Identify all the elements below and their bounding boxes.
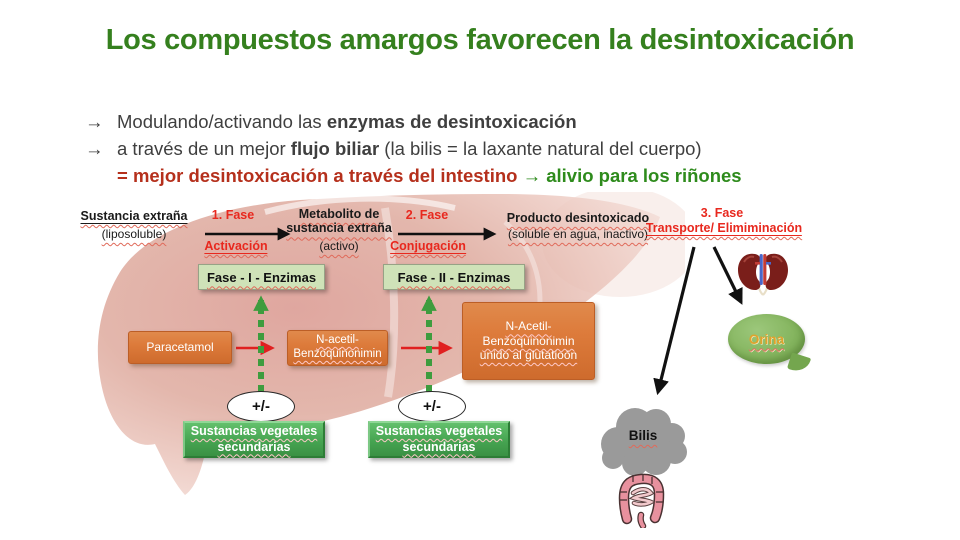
- phase1-sub: Activación: [204, 239, 268, 254]
- right-arrow-icon: →: [85, 138, 104, 159]
- bullet-1-text: Modulando/activando las: [117, 111, 327, 132]
- plant-substances-text: Sustancias vegetales secundarias: [375, 423, 503, 454]
- phase1-sub-text: Activación: [204, 239, 268, 254]
- phase3-sub: Transporte/ Elimiminación: [645, 221, 803, 236]
- fase2-enzymes-text: Fase - II - Enzimas: [397, 269, 511, 285]
- substance-title: Sustancia extraña: [80, 209, 188, 224]
- nacetil-text: N-acetil- Benzoquinonimin: [293, 334, 382, 360]
- bullet-2-post: (la bilis = la laxante natural del cuerp…: [379, 138, 702, 159]
- paracetamol-box: Paracetamol: [128, 331, 232, 364]
- bullet-3-red-text: = mejor desintoxicación a través del int…: [117, 165, 523, 186]
- phase3-sub-text: Transporte/ Elimiminación: [645, 221, 803, 236]
- kidneys-icon: [738, 253, 788, 296]
- metabolite-sub: (activo): [319, 239, 359, 253]
- bullet-1-bold: enzymas de desintoxicación: [326, 111, 577, 132]
- orina-label: Orina: [748, 331, 785, 347]
- nacetil-glutation-box: N-Acetil- Benzoquinonimin unido al gluta…: [462, 302, 595, 380]
- intestine-icon: [618, 473, 665, 528]
- plant-substances-box-1: Sustancias vegetales secundarias: [183, 421, 325, 458]
- page-title: Los compuestos amargos favorecen la desi…: [105, 24, 855, 56]
- green-arrow-icon: →: [522, 165, 542, 186]
- substance-label: Sustancia extraña: [80, 209, 188, 224]
- right-arrow-icon: →: [85, 111, 104, 132]
- plant-substances-text: Sustancias vegetales secundarias: [190, 423, 318, 454]
- fase1-enzymes-box: Fase - I - Enzimas: [198, 264, 325, 290]
- plus-minus-text: +/-: [423, 398, 441, 415]
- product-sub: (soluble en agua, inactivo): [507, 227, 649, 241]
- plus-minus-oval-1: +/-: [227, 391, 295, 422]
- nacetil-box: N-acetil- Benzoquinonimin: [287, 330, 388, 366]
- bilis-label: Bilis: [628, 428, 658, 443]
- plant-substances-box-2: Sustancias vegetales secundarias: [368, 421, 510, 458]
- phase2-sub: Conjugación: [390, 239, 466, 254]
- bullet-1: → Modulando/activando las enzymas de desi…: [85, 108, 742, 135]
- phase1-label: 1. Fase: [211, 208, 255, 222]
- fase2-enzymes-box: Fase - II - Enzimas: [383, 264, 525, 290]
- bullet-3: = mejor desintoxicación a través del int…: [117, 162, 742, 189]
- substance-sub: (liposoluble): [101, 227, 167, 241]
- metabolite-label: Metabolito de sustancia extraña: [286, 207, 392, 236]
- phase2-label: 2. Fase: [405, 208, 449, 222]
- bullet-3-green-text: alivio para los riñones: [541, 165, 742, 186]
- phase2-sub-text: Conjugación: [390, 239, 466, 254]
- orina-bubble: Orina: [728, 314, 805, 364]
- plus-minus-text: +/-: [252, 398, 270, 415]
- bullet-2-text: a través de un mejor: [117, 138, 291, 159]
- bullet-2-bold: flujo biliar: [290, 138, 380, 159]
- paracetamol-text: Paracetamol: [146, 340, 214, 355]
- product-label: Producto desintoxicado: [506, 211, 650, 225]
- bullet-list: → Modulando/activando las enzymas de desi…: [85, 108, 742, 189]
- nacetil-glutation-text: N-Acetil- Benzoquinonimin unido al gluta…: [479, 319, 578, 363]
- bullet-2: → a través de un mejor flujo biliar (la b…: [85, 135, 742, 162]
- fase1-enzymes-text: Fase - I - Enzimas: [206, 269, 317, 285]
- plus-minus-oval-2: +/-: [398, 391, 466, 422]
- bilis-cloud-icon: [601, 408, 687, 476]
- phase3-label: 3. Fase: [700, 206, 744, 220]
- arrow-to-orina: [712, 246, 743, 305]
- arrow-to-bilis: [653, 246, 696, 396]
